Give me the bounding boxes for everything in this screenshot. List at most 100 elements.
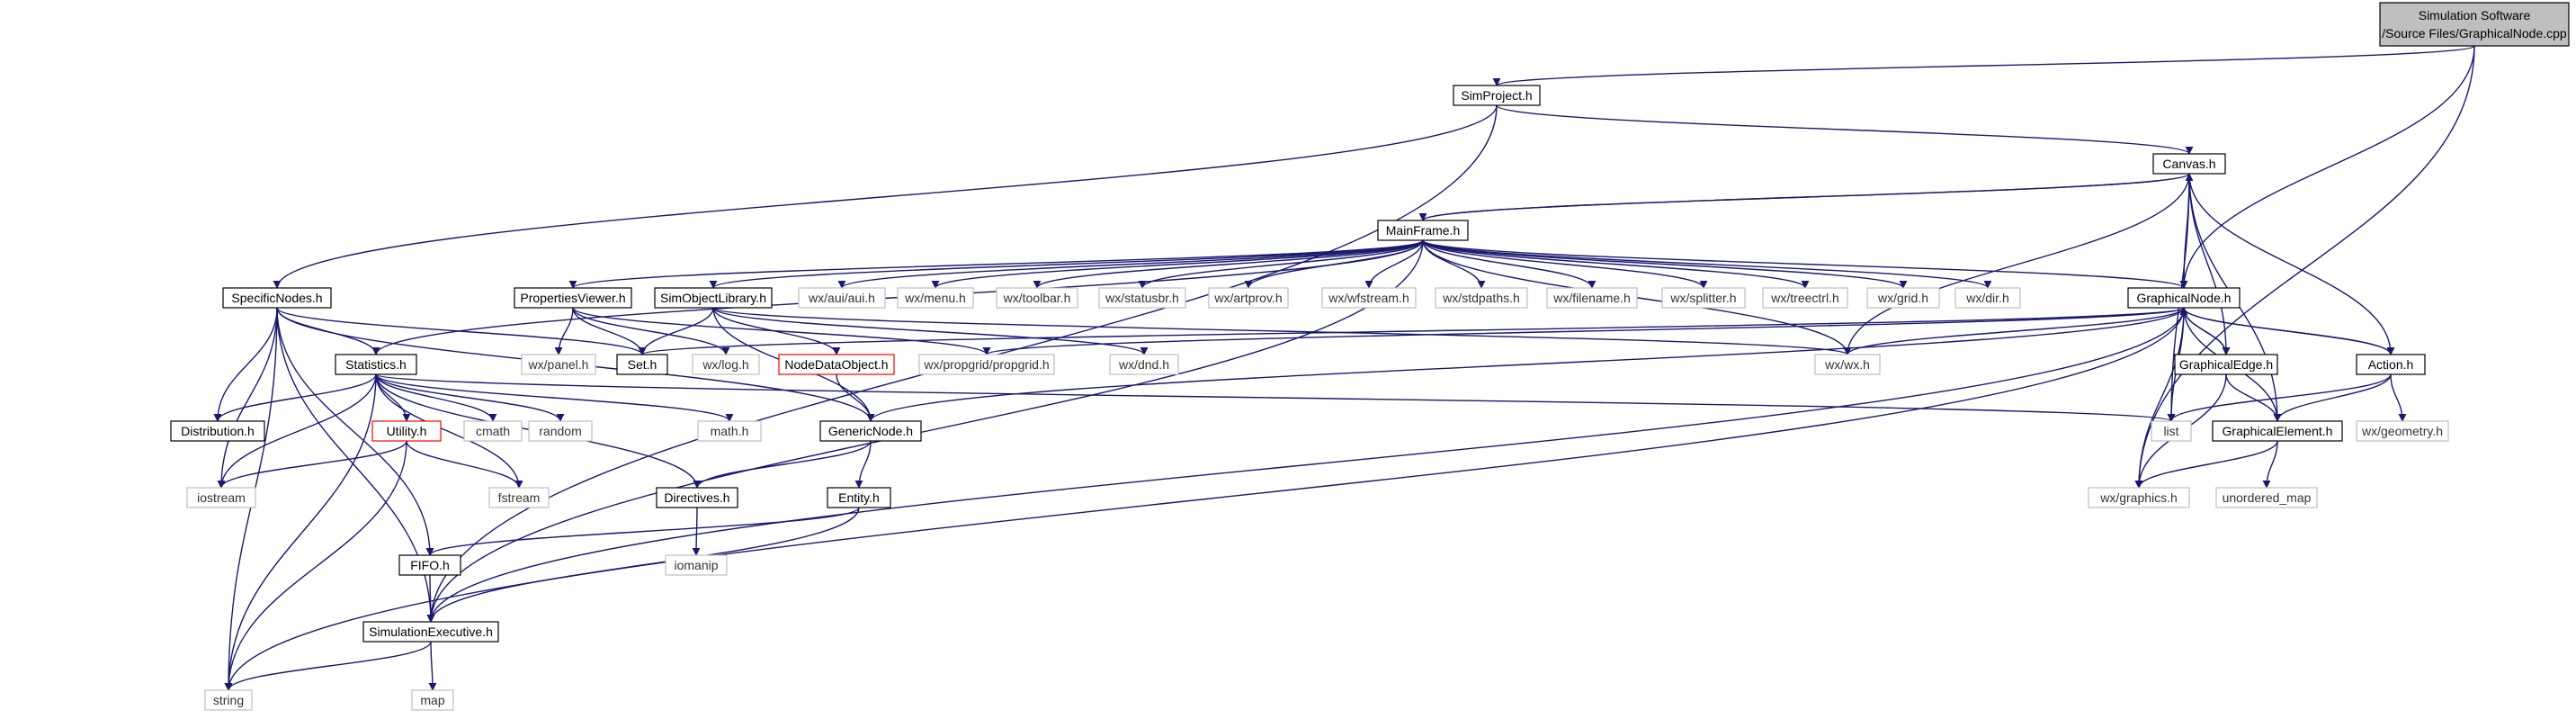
node-unorderedmap[interactable]: unordered_map (2215, 487, 2318, 508)
node-box (827, 487, 891, 508)
edge-simproject-to-canvas (1496, 104, 2194, 155)
node-wxdnd[interactable]: wx/dnd.h (1109, 354, 1179, 375)
node-wxpanel[interactable]: wx/panel.h (521, 354, 596, 375)
node-wxgraphics[interactable]: wx/graphics.h (2088, 487, 2190, 508)
edge-canvas-to-action (2188, 173, 2395, 355)
node-seth[interactable]: Set.h (616, 354, 668, 375)
node-box (1814, 354, 1881, 375)
node-box (798, 287, 886, 309)
edge-propertiesviewer-to-wxpanel (554, 307, 574, 355)
node-box (1954, 287, 2021, 309)
node-wxmenu[interactable]: wx/menu.h (897, 287, 974, 309)
node-distribution[interactable]: Distribution.h (170, 420, 265, 442)
node-wxgrid[interactable]: wx/grid.h (1866, 287, 1940, 309)
node-graphicalelement[interactable]: GraphicalElement.h (2212, 420, 2343, 442)
edge-statistics-to-list (375, 373, 2175, 422)
edge-mainframe-to-wxdir (1422, 239, 1992, 289)
node-label: wx/filename.h (1552, 291, 1631, 305)
node-wxaui[interactable]: wx/aui/aui.h (798, 287, 886, 309)
edge-propertiesviewer-to-wxpropgrid (572, 307, 991, 355)
node-genericnode[interactable]: GenericNode.h (819, 420, 922, 442)
node-label: wx/log.h (702, 357, 748, 372)
node-wxgeometry[interactable]: wx/geometry.h (2356, 420, 2449, 442)
node-mainframe[interactable]: MainFrame.h (1377, 220, 1469, 241)
node-iostream[interactable]: iostream (186, 487, 256, 508)
node-box (1109, 354, 1179, 375)
node-wxfilename[interactable]: wx/filename.h (1546, 287, 1638, 309)
node-label: wx/artprov.h (1213, 291, 1282, 305)
node-box (362, 621, 499, 643)
node-wxtoolbar[interactable]: wx/toolbar.h (996, 287, 1078, 309)
node-box (1435, 287, 1528, 309)
node-fstream[interactable]: fstream (488, 487, 550, 508)
node-specificnodes[interactable]: SpecificNodes.h (222, 287, 332, 309)
node-box (2212, 420, 2343, 442)
node-box (1546, 287, 1638, 309)
node-canvas[interactable]: Canvas.h (2152, 153, 2226, 175)
node-entity[interactable]: Entity.h (827, 487, 891, 508)
edge-action-to-graphicalnode (2179, 307, 2392, 355)
edge-statistics-to-iostream (217, 373, 377, 489)
node-fifo[interactable]: FIFO.h (398, 554, 461, 576)
edge-utility-to-stringh (224, 440, 407, 691)
edge-graphicalnode-to-wxpropgrid (982, 307, 2185, 355)
node-nodedataobject[interactable]: NodeDataObject.h (778, 354, 895, 375)
node-wxwfstream[interactable]: wx/wfstream.h (1321, 287, 1417, 309)
node-box (1866, 287, 1940, 309)
node-label: NodeDataObject.h (784, 357, 888, 372)
edge-graphicalnode-to-genericnode (866, 307, 2185, 422)
node-simexec[interactable]: SimulationExecutive.h (362, 621, 499, 643)
node-simobjectlibrary[interactable]: SimObjectLibrary.h (654, 287, 773, 309)
node-label: SimObjectLibrary.h (660, 291, 766, 305)
node-label: Utility.h (387, 424, 427, 438)
edge-mainframe-to-wxtoolbar (1033, 239, 1424, 289)
node-stringh[interactable]: string (204, 689, 253, 711)
node-wxdir[interactable]: wx/dir.h (1954, 287, 2021, 309)
node-maph[interactable]: map (411, 689, 454, 711)
node-box (204, 689, 253, 711)
edge-fifo-to-simexec (426, 574, 435, 623)
node-wxtreectrl[interactable]: wx/treectrl.h (1762, 287, 1848, 309)
node-random[interactable]: random (528, 420, 593, 442)
node-label: Statistics.h (345, 357, 407, 372)
node-label: unordered_map (2223, 490, 2312, 505)
node-box (398, 554, 461, 576)
node-label: list (2163, 424, 2178, 438)
edge-root-to-wxgraphics (2134, 45, 2475, 489)
node-wxlog[interactable]: wx/log.h (692, 354, 760, 375)
node-graphicaledge[interactable]: GraphicalEdge.h (2174, 354, 2278, 375)
node-action[interactable]: Action.h (2356, 354, 2426, 375)
node-label: Set.h (628, 357, 657, 372)
edge-simproject-to-specificnodes (273, 104, 1498, 289)
node-label: wx/splitter.h (1669, 291, 1736, 305)
node-box (1098, 287, 1186, 309)
node-statistics[interactable]: Statistics.h (335, 354, 417, 375)
node-wxwx[interactable]: wx/wx.h (1814, 354, 1881, 375)
node-utility[interactable]: Utility.h (371, 420, 442, 442)
node-wxstatusbr[interactable]: wx/statusbr.h (1098, 287, 1186, 309)
node-propertiesviewer[interactable]: PropertiesViewer.h (514, 287, 632, 309)
node-wxartprov[interactable]: wx/artprov.h (1208, 287, 1289, 309)
node-list[interactable]: list (2151, 420, 2192, 442)
node-mathh[interactable]: math.h (697, 420, 762, 442)
node-graphicalnode[interactable]: GraphicalNode.h (2127, 287, 2241, 309)
node-label: map (420, 693, 444, 707)
nodes-layer: Simulation Software/Source Files/Graphic… (170, 2, 2570, 711)
node-label: wx/menu.h (904, 291, 966, 305)
edge-specificnodes-to-distribution (213, 307, 278, 422)
node-label: random (539, 424, 581, 438)
node-box (335, 354, 417, 375)
node-wxpropgrid[interactable]: wx/propgrid/propgrid.h (918, 354, 1055, 375)
node-label: iomanip (674, 558, 718, 572)
node-label: wx/stdpaths.h (1442, 291, 1520, 305)
edge-genericnode-to-entity (854, 440, 872, 489)
edge-root-to-simproject (1492, 45, 2475, 86)
node-cmath[interactable]: cmath (463, 420, 523, 442)
node-simproject[interactable]: SimProject.h (1453, 85, 1541, 106)
node-directives[interactable]: Directives.h (656, 487, 738, 508)
node-root[interactable]: Simulation Software/Source Files/Graphic… (2379, 2, 2570, 47)
node-iomanip[interactable]: iomanip (665, 554, 728, 576)
node-wxsplitter[interactable]: wx/splitter.h (1661, 287, 1746, 309)
node-wxstdpaths[interactable]: wx/stdpaths.h (1435, 287, 1528, 309)
node-label: FIFO.h (410, 558, 450, 572)
